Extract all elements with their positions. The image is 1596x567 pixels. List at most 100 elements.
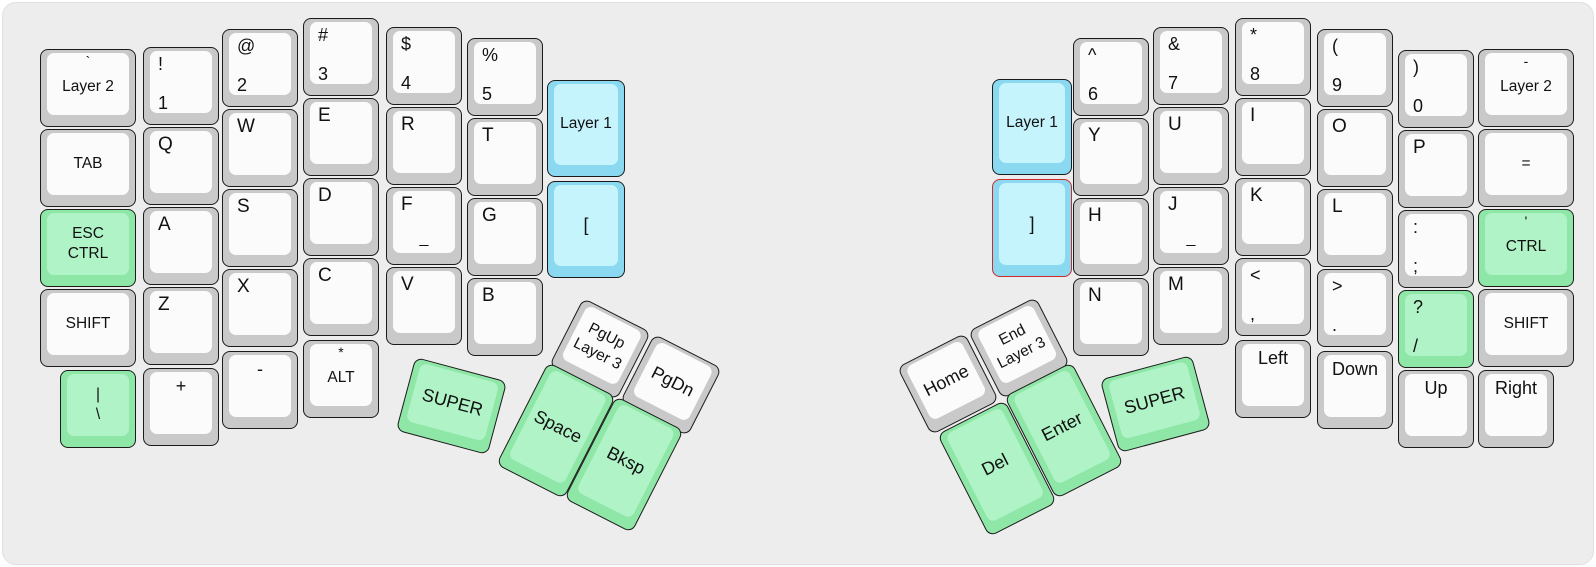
key-equals[interactable]: = (1478, 129, 1574, 207)
keycap-top: K (1242, 182, 1304, 244)
key-0[interactable]: )0 (1398, 50, 1474, 128)
keycap-top: W (229, 113, 291, 175)
key-shift-right[interactable]: SHIFT (1478, 289, 1574, 367)
key-pipe-backslash[interactable]: |\ (60, 370, 136, 448)
key-r[interactable]: R (386, 107, 462, 185)
key-label: M (1168, 274, 1184, 295)
key-m[interactable]: M (1153, 267, 1229, 345)
key-label: H (1088, 205, 1102, 226)
keycap-top: O (1324, 113, 1386, 175)
keycap-top: I (1242, 102, 1304, 164)
key-label: Up (1424, 378, 1448, 398)
key-p[interactable]: P (1398, 130, 1474, 208)
key-label: 4 (401, 73, 412, 93)
key-label: CTRL (1505, 238, 1547, 255)
key-layer1-right[interactable]: Layer 1 (992, 79, 1072, 175)
key-label: SUPER (1121, 382, 1187, 418)
key-label: Right (1494, 378, 1538, 398)
key-down[interactable]: Down (1317, 351, 1393, 429)
key-star-alt[interactable]: *ALT (303, 340, 379, 418)
key-y[interactable]: Y (1073, 118, 1149, 196)
keycap-top: S (229, 193, 291, 255)
key-4[interactable]: $4 (386, 27, 462, 105)
key-label: 8 (1250, 64, 1261, 84)
keycap-top: SUPER (405, 362, 500, 442)
key-label: . (1332, 315, 1338, 335)
key-label: Enter (1038, 408, 1086, 446)
key-grave-layer2[interactable]: `Layer 2 (40, 49, 136, 127)
key-t[interactable]: T (467, 118, 543, 196)
key-dash-layer2[interactable]: -Layer 2 (1478, 49, 1574, 127)
key-label: F (401, 194, 413, 215)
key-lbracket[interactable]: [ (547, 181, 625, 278)
key-h[interactable]: H (1073, 198, 1149, 276)
keycap-top: Layer 1 (554, 84, 618, 165)
key-comma[interactable]: <, (1235, 258, 1311, 336)
key-super-right[interactable]: SUPER (1099, 355, 1212, 453)
key-label: Home (920, 360, 972, 401)
keycap-top: ' CTRL (1485, 213, 1567, 275)
keycap-top: (9 (1324, 33, 1386, 95)
key-g[interactable]: G (467, 198, 543, 276)
key-2[interactable]: @2 (222, 29, 298, 107)
key-n[interactable]: N (1073, 278, 1149, 356)
keycap-top: |\ (67, 374, 129, 436)
key-layer1-left[interactable]: Layer 1 (547, 80, 625, 177)
key-period[interactable]: >. (1317, 269, 1393, 347)
key-1[interactable]: !1 (143, 47, 219, 125)
key-i[interactable]: I (1235, 98, 1311, 176)
key-u[interactable]: U (1153, 107, 1229, 185)
key-minus[interactable]: - (222, 351, 298, 429)
key-q[interactable]: Q (143, 127, 219, 205)
key-label: 5 (482, 84, 493, 104)
key-e[interactable]: E (303, 98, 379, 176)
keycap-top: N (1080, 282, 1142, 344)
key-label: ' (1524, 213, 1528, 229)
key-b[interactable]: B (467, 278, 543, 356)
key-label: _ (419, 230, 429, 247)
key-up[interactable]: Up (1398, 370, 1474, 448)
key-label: TAB (73, 154, 103, 172)
key-k[interactable]: K (1235, 178, 1311, 256)
key-plus[interactable]: + (143, 368, 219, 446)
key-j[interactable]: J_ (1153, 187, 1229, 265)
key-d[interactable]: D (303, 178, 379, 256)
key-7[interactable]: &7 (1153, 27, 1229, 105)
key-v[interactable]: V (386, 267, 462, 345)
key-quote-ctrl[interactable]: ' CTRL (1478, 209, 1574, 287)
key-right[interactable]: Right (1478, 370, 1554, 448)
key-w[interactable]: W (222, 109, 298, 187)
key-a[interactable]: A (143, 207, 219, 285)
key-s[interactable]: S (222, 189, 298, 267)
key-super-left[interactable]: SUPER (395, 357, 508, 455)
key-tab[interactable]: TAB (40, 129, 136, 207)
key-label: 3 (318, 64, 329, 84)
key-3[interactable]: #3 (303, 18, 379, 96)
key-left[interactable]: Left (1235, 340, 1311, 418)
key-label: ! (158, 54, 164, 74)
key-z[interactable]: Z (143, 287, 219, 365)
key-6[interactable]: ^6 (1073, 38, 1149, 116)
keycap-top: G (474, 202, 536, 264)
key-c[interactable]: C (303, 258, 379, 336)
key-f[interactable]: F_ (386, 187, 462, 265)
key-question-slash[interactable]: ?/ (1398, 290, 1474, 368)
keycap-top: A (150, 211, 212, 273)
keycap-top: J_ (1160, 191, 1222, 253)
key-l[interactable]: L (1317, 189, 1393, 267)
key-o[interactable]: O (1317, 109, 1393, 187)
keycap-top: `Layer 2 (47, 53, 129, 115)
key-9[interactable]: (9 (1317, 29, 1393, 107)
key-x[interactable]: X (222, 269, 298, 347)
keycap-top: ?/ (1405, 294, 1467, 356)
key-8[interactable]: *8 (1235, 18, 1311, 96)
key-shift-left[interactable]: SHIFT (40, 289, 136, 367)
key-rbracket[interactable]: ] (992, 179, 1072, 277)
key-semicolon[interactable]: :; (1398, 210, 1474, 288)
keycap-top: Up (1405, 374, 1467, 436)
key-5[interactable]: %5 (467, 38, 543, 116)
key-label: ; (1413, 256, 1419, 276)
key-label: , (1250, 304, 1256, 324)
